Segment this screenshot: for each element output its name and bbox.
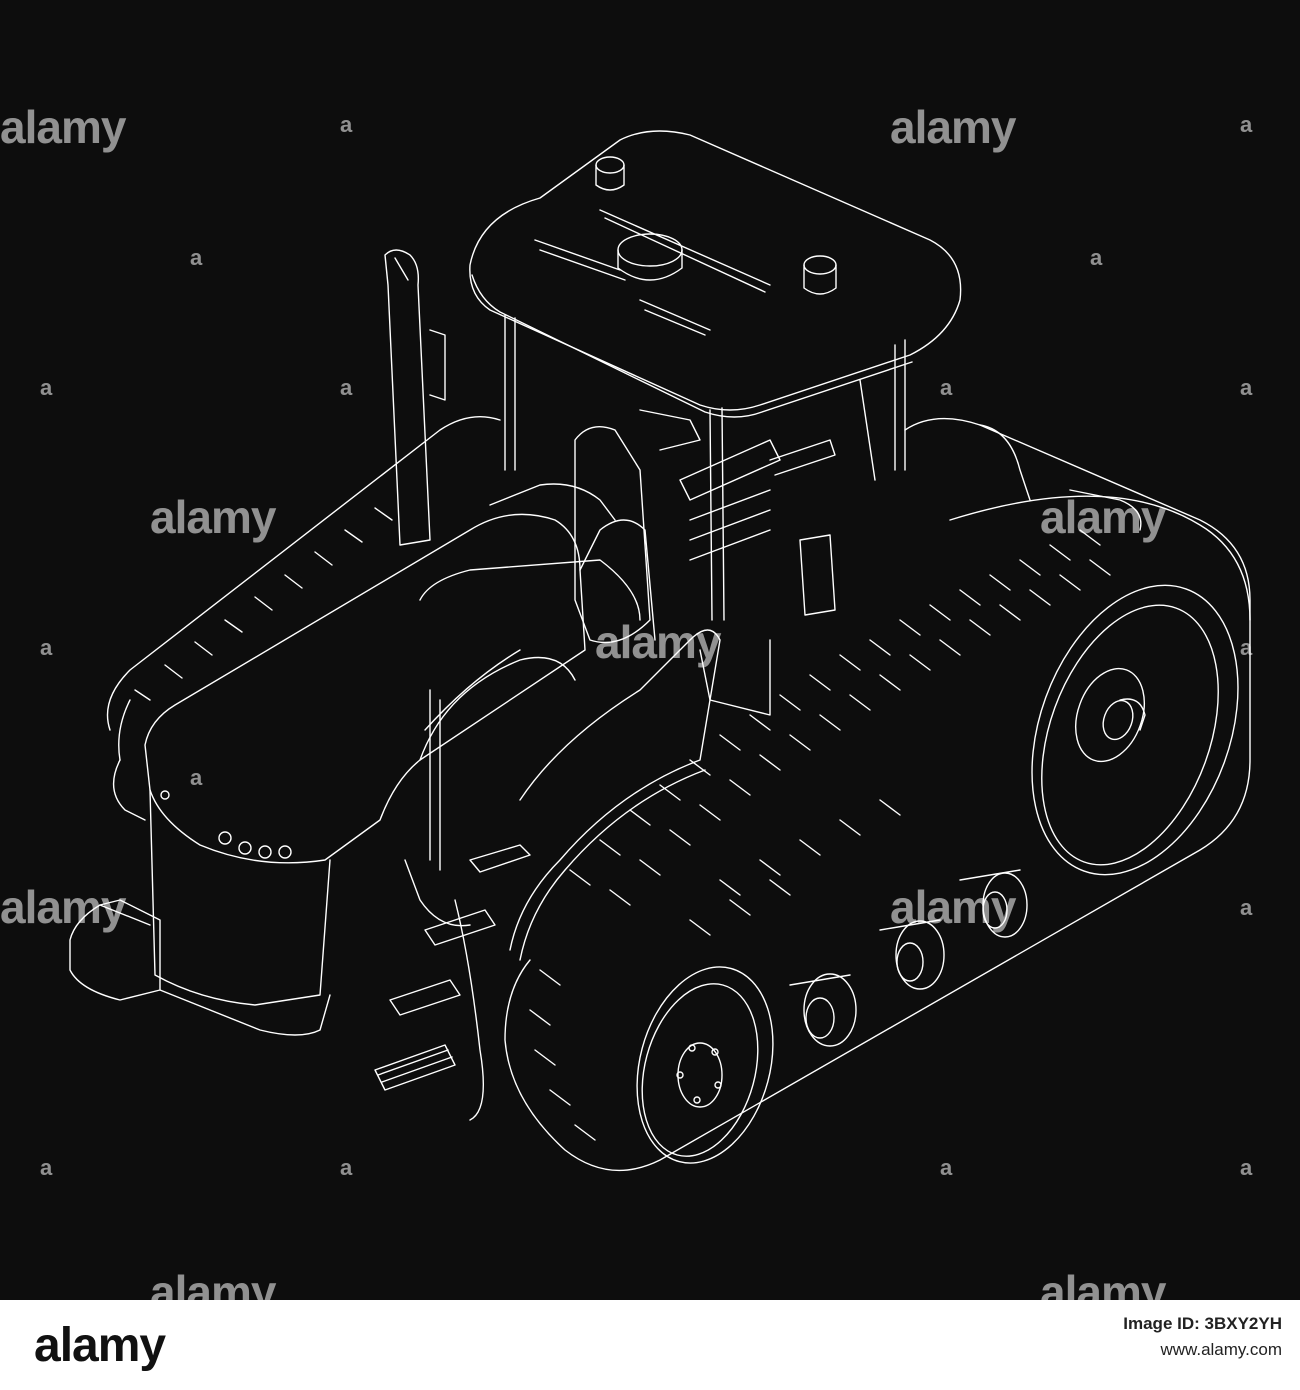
watermark-text: alamy	[150, 491, 276, 543]
watermark-mark: a	[1090, 245, 1103, 270]
watermark-mark: a	[190, 765, 203, 790]
cab-interior	[574, 409, 836, 716]
watermark-text: alamy	[890, 881, 1016, 933]
bogie-wheels	[789, 869, 1028, 1047]
watermark-mark: a	[1240, 1155, 1253, 1180]
image-id: Image ID: 3BXY2YH	[1123, 1314, 1282, 1333]
rear-drive-wheel	[1031, 584, 1239, 876]
watermark-text: alamy	[890, 101, 1016, 153]
watermark-mark: a	[190, 245, 203, 270]
watermark-text: alamy	[595, 616, 721, 668]
front-idler-wheel	[636, 966, 774, 1164]
watermark-text: alamy	[0, 101, 126, 153]
watermark-mark: a	[940, 375, 953, 400]
watermark-text: alamy	[1040, 1266, 1166, 1300]
cab-posts	[504, 314, 906, 621]
exhaust-stack	[384, 249, 446, 546]
watermark-mark: a	[340, 112, 353, 137]
watermark-text: alamy	[0, 881, 126, 933]
image-meta: Image ID: 3BXY2YH www.alamy.com	[1123, 1314, 1282, 1360]
alamy-logo: alamy	[34, 1319, 166, 1372]
watermark-mark: a	[40, 375, 53, 400]
right-track	[504, 417, 1251, 1172]
site-url[interactable]: www.alamy.com	[1160, 1340, 1282, 1359]
watermark-mark: a	[1240, 895, 1253, 920]
watermark-mark: a	[940, 1155, 953, 1180]
watermark-mark: a	[40, 1155, 53, 1180]
left-track	[106, 415, 501, 821]
watermark-mark: a	[1240, 375, 1253, 400]
watermark-mark: a	[1240, 112, 1253, 137]
watermark-text: alamy	[150, 1266, 276, 1300]
stock-footer-bar: alamy Image ID: 3BXY2YH www.alamy.com	[0, 1300, 1300, 1390]
watermark-mark: a	[40, 635, 53, 660]
watermark-mark: a	[340, 375, 353, 400]
steps-handrail	[374, 559, 721, 1121]
front-weights	[69, 899, 331, 1036]
watermark-mark: a	[340, 1155, 353, 1180]
image-canvas: alamy a alamy a alamy alamy alamy alamy …	[0, 0, 1300, 1300]
watermark-mark: a	[1240, 635, 1253, 660]
tracked-tractor-line-drawing	[69, 130, 1251, 1172]
engine-hood	[144, 483, 656, 1006]
watermark-text: alamy	[1040, 491, 1166, 543]
cab-roof	[469, 130, 962, 418]
